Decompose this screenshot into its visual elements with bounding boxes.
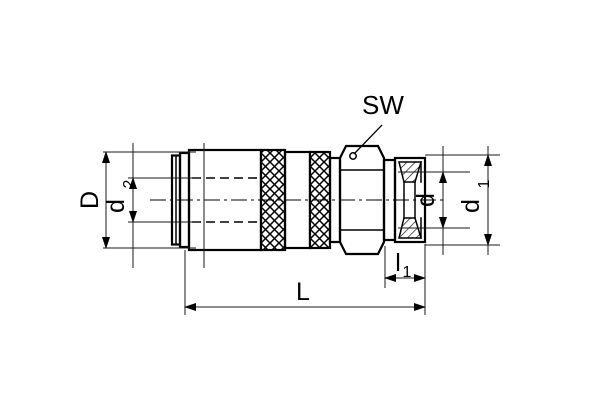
dimension-l1: l 1 [384,249,426,282]
dimension-d1-subscript: 1 [476,179,493,188]
sw-callout: SW [349,90,404,160]
dimension-l1-base: l [395,249,401,277]
sw-label: SW [362,90,404,120]
left-dimensions: D d 2 [76,143,205,268]
dimension-d: d [412,171,447,229]
dimension-d-label: d [412,193,440,207]
dimension-d2-subscript: 2 [121,179,138,188]
bottom-dimensions: l 1 L [184,244,426,315]
dimension-d1: d 1 [457,154,493,246]
sw-leader-dot [349,152,357,160]
dimension-D: D [76,151,110,249]
sw-leader-line [353,124,383,155]
dimension-l1-subscript: 1 [403,264,412,281]
dimension-d2-base: d [102,199,130,213]
dimension-D-label: D [76,191,104,209]
internal-bore-hidden-lines [192,177,258,223]
dimension-d2: d 2 [102,177,138,223]
hex-nut [338,144,386,256]
dimension-L-label: L [296,278,310,306]
dimension-L: L [184,278,426,311]
male-thread-end [382,156,427,244]
coupling-geometry [150,144,445,256]
dimension-d1-base: d [457,199,485,213]
right-dimensions: d d 1 [398,146,500,255]
